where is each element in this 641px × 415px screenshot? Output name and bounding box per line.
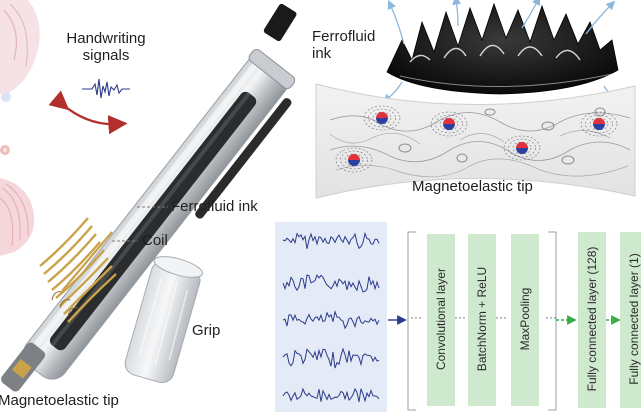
layer-box-batchnorm xyxy=(468,234,496,406)
network-bracket-right xyxy=(548,231,557,411)
layer-label-batchnorm: BatchNorm + ReLU xyxy=(475,266,489,372)
layer-label-fc128: Fully connected layer (128) xyxy=(585,246,599,392)
magnet-dipole-icon xyxy=(503,135,541,161)
hand-anatomy-sketch xyxy=(0,0,40,256)
signal-waveforms xyxy=(282,231,380,403)
ferrofluid-ink-pen-label: Ferrofluid ink xyxy=(171,198,258,215)
ellipsis-mid1: ··· xyxy=(454,310,466,324)
signal-waveform-3 xyxy=(282,309,380,330)
signal-waveform-5 xyxy=(282,387,380,403)
layer-box-maxpool xyxy=(511,234,539,406)
double-arrow-icon xyxy=(48,90,128,135)
signal-waveform-2 xyxy=(282,274,380,293)
handwriting-signal-wave xyxy=(82,78,130,99)
pen-illustration xyxy=(1,3,297,392)
magnetoelastic-tip-panel xyxy=(315,83,636,199)
signal-waveform-1 xyxy=(282,231,380,250)
coil-windings xyxy=(39,217,117,323)
magnetoelastic-tip-top-label: Magnetoelastic tip xyxy=(412,178,533,195)
signal-panel xyxy=(275,222,387,412)
signal-waveform-4 xyxy=(282,347,380,369)
grip-tube xyxy=(124,256,203,384)
layer-label-fc1: Fully connected layer (1) xyxy=(627,253,641,385)
magnet-dipole-icon xyxy=(363,105,401,131)
layer-box-fc128 xyxy=(578,232,606,408)
layer-label-conv: Convolutional layer xyxy=(434,267,448,371)
ferrofluid-ink-top-label: Ferrofluid ink xyxy=(312,28,376,63)
ellipsis-mid2: ··· xyxy=(495,310,507,324)
magnet-dipole-icon xyxy=(580,111,618,137)
ferrofluid-spikes xyxy=(386,2,619,95)
handwriting-signals-label: Handwriting signals xyxy=(66,30,146,65)
grip-label: Grip xyxy=(192,322,221,339)
magnet-dipole-icon xyxy=(335,147,373,173)
ellipsis-right: ··· xyxy=(545,310,557,324)
layer-box-fc1 xyxy=(620,232,641,408)
network-bracket xyxy=(407,231,416,411)
layer-label-maxpool: MaxPooling xyxy=(518,287,532,351)
coil-label: Coil xyxy=(142,232,168,249)
layer-box-conv xyxy=(427,234,455,406)
magnetoelastic-tip-bottom-label: Magnetoelastic tip xyxy=(0,392,119,409)
ellipsis-left: ··· xyxy=(410,310,422,324)
magnet-dipole-icon xyxy=(430,111,468,137)
